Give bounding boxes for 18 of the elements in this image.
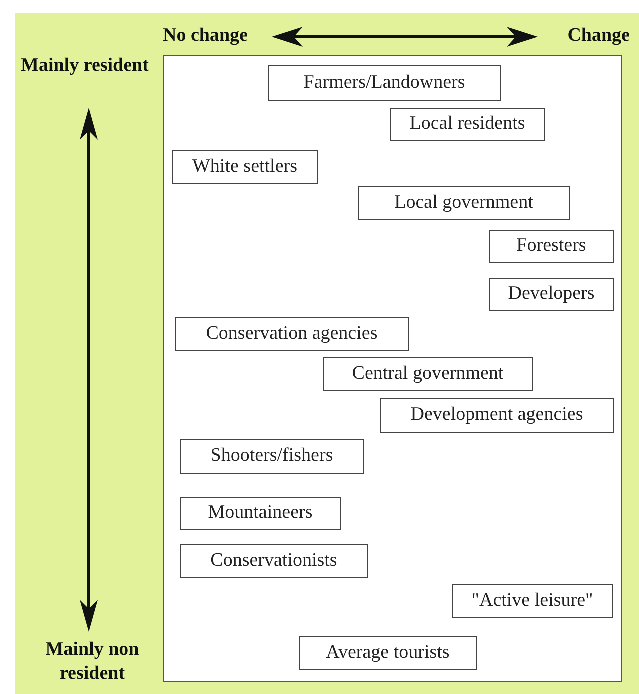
stakeholder-box: Central government: [323, 357, 533, 391]
stakeholder-box: Conservationists: [180, 544, 368, 578]
stakeholder-box: Average tourists: [299, 636, 477, 670]
stakeholder-box: Development agencies: [380, 398, 614, 433]
stakeholder-box: Developers: [489, 278, 614, 311]
stakeholder-box: Mountaineers: [180, 497, 341, 530]
stakeholder-box: Shooters/fishers: [180, 439, 364, 474]
stakeholder-box: Local government: [358, 186, 570, 220]
axis-label: Change: [566, 24, 630, 48]
stakeholder-box: Foresters: [489, 230, 614, 263]
axis-label: Mainly resident: [20, 54, 150, 78]
axis-label: No change: [163, 24, 249, 48]
stakeholder-box: Conservation agencies: [175, 317, 409, 351]
stakeholder-box: Local residents: [390, 108, 545, 141]
stakeholder-box: "Active leisure": [452, 584, 613, 618]
stakeholder-box: Farmers/Landowners: [268, 65, 501, 101]
stakeholder-box: White settlers: [172, 150, 318, 184]
axis-label: Mainly non resident: [44, 638, 140, 686]
